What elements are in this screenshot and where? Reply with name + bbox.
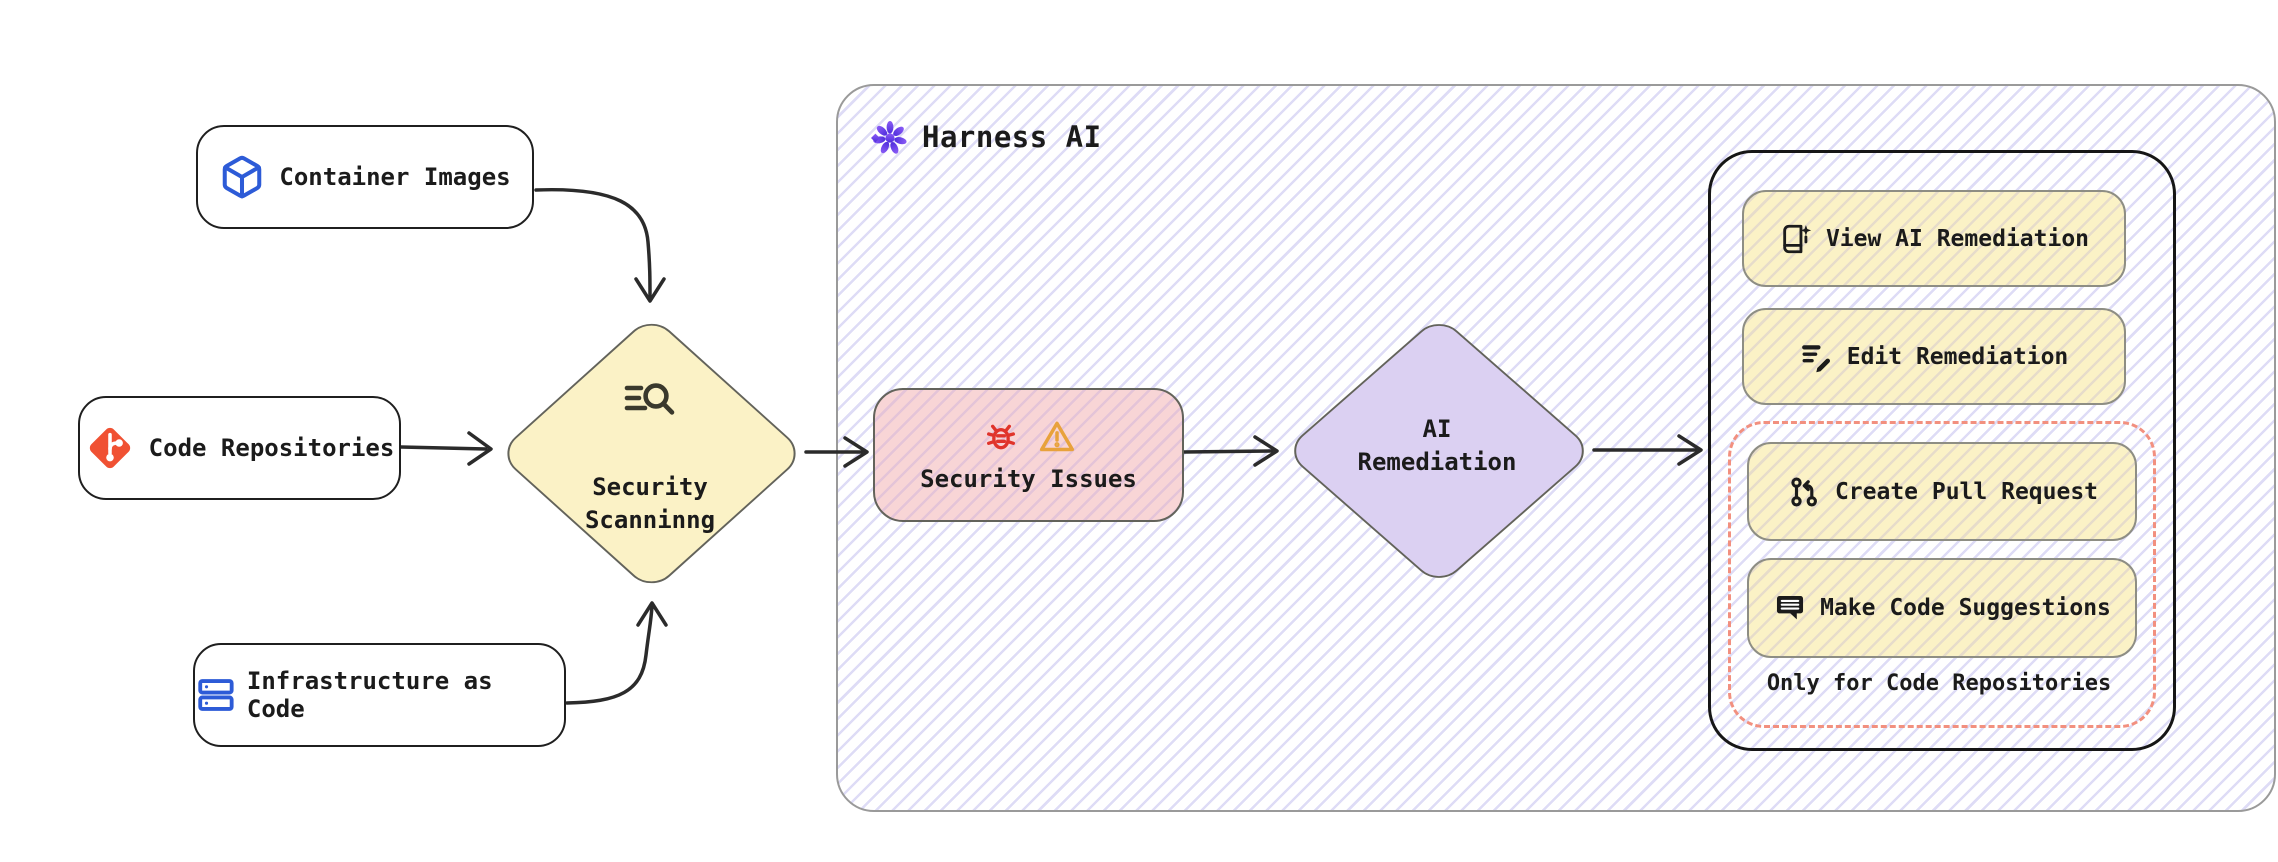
node-label: Code Repositories: [148, 434, 395, 462]
button-label: Create Pull Request: [1834, 478, 2099, 505]
button-label: View AI Remediation: [1825, 225, 2090, 252]
arrow-infrastructure-to-scanning: [565, 601, 668, 705]
node-security-issues[interactable]: Security Issues: [873, 388, 1184, 522]
code-repositories-only-group: [1728, 421, 2156, 728]
node-container-images[interactable]: Container Images: [196, 125, 534, 229]
harness-ai-logo-icon: [871, 121, 907, 154]
arrow-code-repositories-to-scanning: [399, 431, 493, 466]
node-label: Infrastructure as Code: [246, 667, 493, 723]
harness-ai-title: Harness AI: [922, 120, 1102, 154]
node-code-repositories[interactable]: Code Repositories: [78, 396, 401, 500]
button-label: Edit Remediation: [1846, 343, 2069, 370]
scan-search-icon: [621, 378, 679, 422]
harness-ai-header: Harness AI: [868, 116, 1102, 158]
pull-request-icon: [1791, 477, 1817, 506]
create-pull-request-button[interactable]: Create Pull Request: [1747, 442, 2137, 541]
view-ai-remediation-button[interactable]: View AI Remediation: [1742, 190, 2126, 287]
node-infrastructure-as-code[interactable]: Infrastructure as Code: [193, 643, 566, 747]
node-security-scanning[interactable]: [496, 314, 807, 593]
comment-icon: [1777, 595, 1804, 620]
document-sparkle-icon: [1783, 224, 1812, 253]
remediation-actions-panel: [1708, 150, 2176, 751]
bug-icon: [986, 424, 1015, 450]
node-label: Security Issues: [920, 465, 1137, 493]
cube-icon: [223, 155, 262, 199]
server-stack-icon: [198, 679, 234, 711]
node-label: Container Images: [279, 163, 511, 191]
edit-list-icon: [1801, 344, 1830, 372]
node-ai-remediation-label: AI Remediation: [1357, 415, 1517, 477]
button-label: Make Code Suggestions: [1820, 595, 2111, 621]
warning-triangle-icon: [1039, 421, 1074, 452]
repo-only-caption: Only for Code Repositories: [1766, 671, 2112, 696]
arrow-container-images-to-scanning: [534, 187, 666, 303]
node-security-scanning-label: Security Scanninng: [584, 473, 716, 535]
make-code-suggestions-button[interactable]: Make Code Suggestions: [1747, 558, 2137, 658]
git-icon: [89, 427, 130, 469]
edit-remediation-button[interactable]: Edit Remediation: [1742, 308, 2126, 405]
